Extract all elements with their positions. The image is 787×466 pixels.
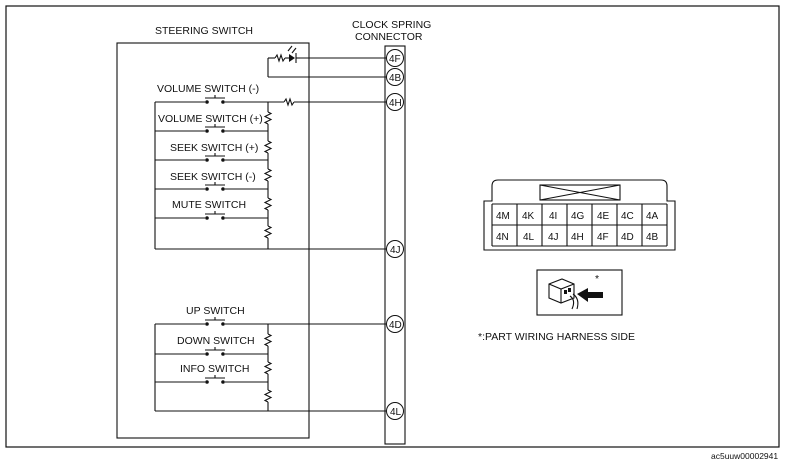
- steering-switch-box: [116, 42, 310, 439]
- pin-4h: 4H: [386, 93, 404, 111]
- cell-4i: 4I: [549, 211, 557, 222]
- switch-contact-volume-plus: [205, 124, 225, 133]
- cell-4j: 4J: [548, 232, 559, 243]
- svg-text:4D: 4D: [389, 320, 402, 331]
- cell-4d: 4D: [621, 232, 634, 243]
- diagram-frame: [5, 5, 780, 448]
- label-mute-switch: MUTE SWITCH: [172, 199, 246, 211]
- switch-contact-mute: [205, 211, 225, 220]
- harness-side-note: *:PART WIRING HARNESS SIDE: [478, 331, 635, 343]
- illumination-circuit: [267, 45, 386, 78]
- label-up-switch: UP SWITCH: [186, 305, 245, 317]
- clock-spring-connector-box: [384, 45, 406, 445]
- switch-contact-up: [205, 317, 225, 326]
- svg-text:4B: 4B: [389, 73, 402, 84]
- connector-grid-row-2: 4N 4L 4J 4H 4F 4D 4B: [496, 232, 659, 243]
- cell-4e: 4E: [597, 211, 610, 222]
- harness-side-icon: *: [536, 269, 623, 316]
- switch-contact-info: [205, 375, 225, 384]
- cell-4a: 4A: [646, 211, 659, 222]
- steering-switch-title: STEERING SWITCH: [155, 25, 253, 37]
- label-seek-switch-minus: SEEK SWITCH (-): [170, 171, 256, 183]
- cell-4m: 4M: [496, 211, 510, 222]
- harness-asterisk: *: [595, 273, 599, 285]
- cell-4b: 4B: [646, 232, 659, 243]
- pin-4l: 4L: [386, 402, 404, 420]
- label-down-switch: DOWN SWITCH: [177, 335, 255, 347]
- lower-switch-ladder: [154, 323, 386, 412]
- pin-4b: 4B: [386, 68, 404, 86]
- led-icon: [287, 45, 297, 63]
- pin-4j: 4J: [386, 240, 404, 258]
- arrow-icon: [577, 288, 603, 302]
- switch-contact-volume-minus: [205, 95, 225, 104]
- cell-4c: 4C: [621, 211, 634, 222]
- label-info-switch: INFO SWITCH: [180, 363, 249, 375]
- cell-4h: 4H: [571, 232, 584, 243]
- switch-contact-seek-minus: [205, 182, 225, 191]
- label-volume-switch-minus: VOLUME SWITCH (-): [157, 83, 259, 95]
- cell-4f: 4F: [597, 232, 609, 243]
- switch-contact-seek-plus: [205, 153, 225, 162]
- cell-4l: 4L: [523, 232, 535, 243]
- cell-4g: 4G: [571, 211, 585, 222]
- connector-face: [483, 179, 676, 251]
- pin-4d: 4D: [386, 315, 404, 333]
- svg-text:4F: 4F: [389, 54, 401, 65]
- label-seek-switch-plus: SEEK SWITCH (+): [170, 142, 258, 154]
- pin-4f: 4F: [386, 49, 404, 67]
- connector-grid-row-1: 4M 4K 4I 4G 4E 4C 4A: [496, 211, 659, 222]
- label-volume-switch-plus: VOLUME SWITCH (+): [158, 113, 263, 125]
- svg-text:4H: 4H: [389, 98, 402, 109]
- upper-switch-ladder: [154, 97, 386, 250]
- svg-text:4L: 4L: [390, 407, 402, 418]
- switch-contact-down: [205, 347, 225, 356]
- clock-spring-title-2: CONNECTOR: [355, 31, 423, 43]
- svg-text:4J: 4J: [390, 245, 401, 256]
- cell-4n: 4N: [496, 232, 509, 243]
- figure-code: ac5uuw00002941: [711, 451, 778, 461]
- clock-spring-title-1: CLOCK SPRING: [352, 19, 431, 31]
- cell-4k: 4K: [522, 211, 535, 222]
